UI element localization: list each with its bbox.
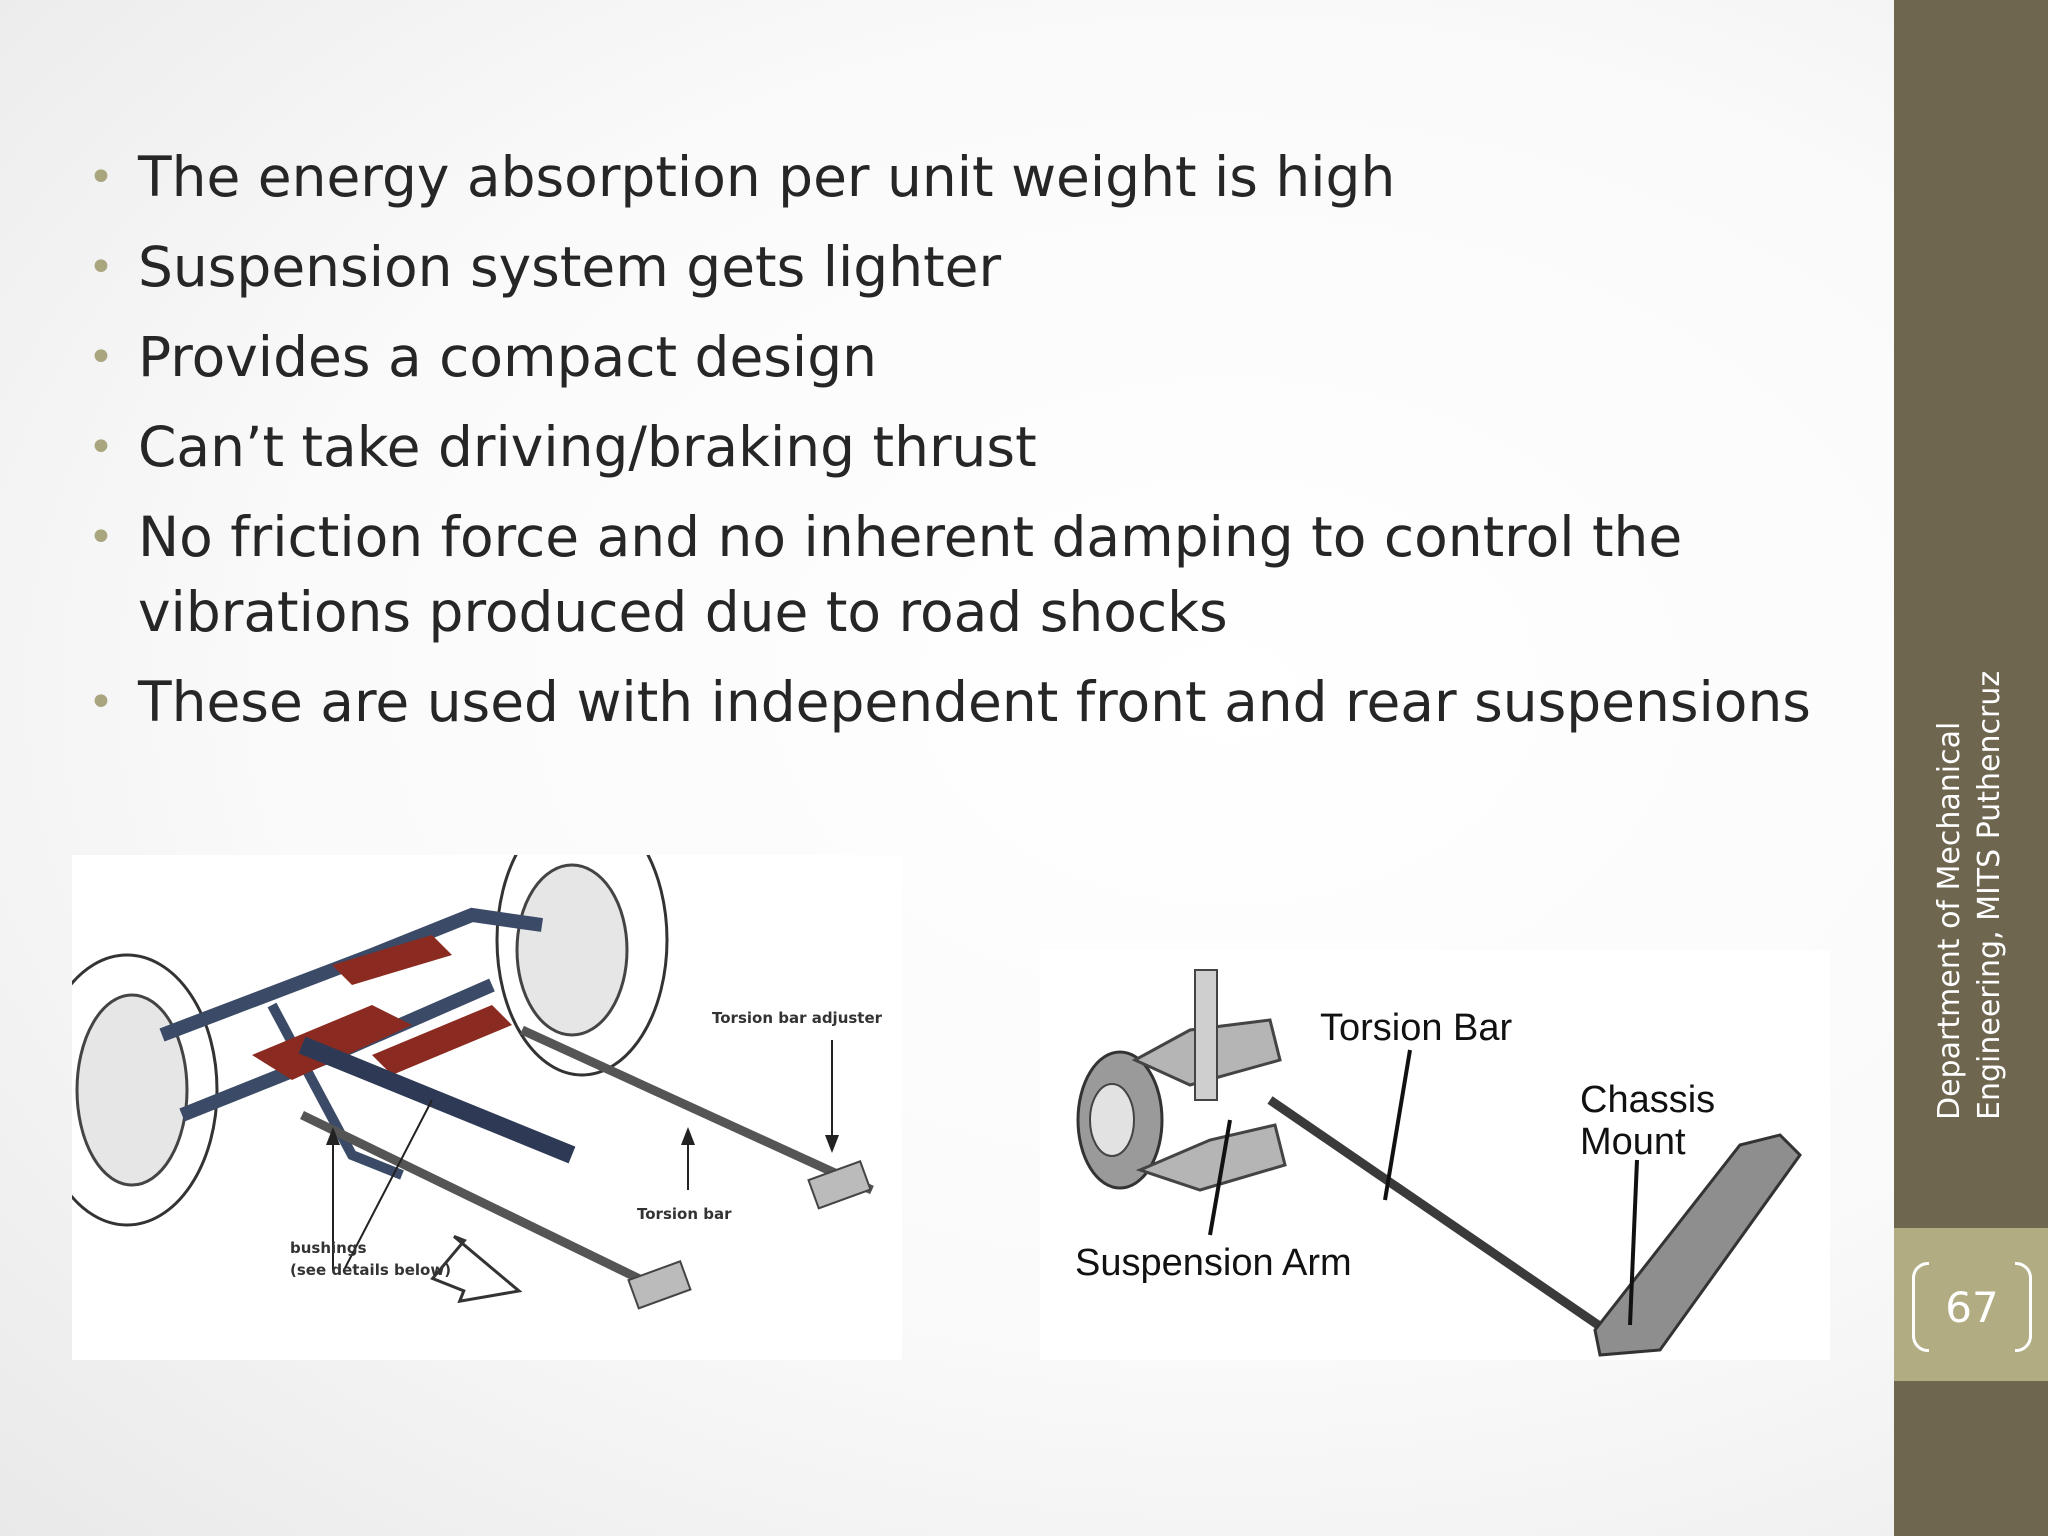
bullet-item: • These are used with independent front a… xyxy=(88,665,1838,740)
label-bushings: bushings xyxy=(290,1239,367,1257)
bullet-dot-icon: • xyxy=(88,512,114,563)
bullet-text: These are used with independent front an… xyxy=(138,670,1811,734)
torsion-bar-figure: Torsion Bar Chassis Mount Suspension Arm xyxy=(1040,950,1830,1360)
label-suspension-arm: Suspension Arm xyxy=(1075,1242,1352,1284)
bullet-list: • The energy absorption per unit weight i… xyxy=(88,140,1838,755)
label-chassis: Chassis xyxy=(1580,1079,1715,1121)
bullet-dot-icon: • xyxy=(88,332,114,383)
bullet-item: • Can’t take driving/braking thrust xyxy=(88,410,1838,485)
bullet-dot-icon: • xyxy=(88,242,114,293)
torsion-bar-drawing: Torsion Bar Chassis Mount Suspension Arm xyxy=(1075,969,1802,1357)
label-torsion-bar: Torsion bar xyxy=(637,1205,732,1223)
torsion-suspension-drawing: Torsion bar adjuster Torsion bar bushing… xyxy=(72,855,883,1310)
label-torsion-bar: Torsion Bar xyxy=(1320,1007,1513,1049)
bullet-item: • No friction force and no inherent dampi… xyxy=(88,500,1838,650)
torsion-suspension-figure: Torsion bar adjuster Torsion bar bushing… xyxy=(72,855,902,1360)
bullet-item: • Provides a compact design xyxy=(88,320,1838,395)
bullet-item: • Suspension system gets lighter xyxy=(88,230,1838,305)
label-torsion-bar-adjuster: Torsion bar adjuster xyxy=(712,1009,883,1027)
bullet-text: Can’t take driving/braking thrust xyxy=(138,415,1037,479)
bullet-dot-icon: • xyxy=(88,677,114,728)
bullet-dot-icon: • xyxy=(88,422,114,473)
bullet-text: No friction force and no inherent dampin… xyxy=(138,505,1683,644)
bullet-text: Suspension system gets lighter xyxy=(138,235,1002,299)
bullet-dot-icon: • xyxy=(88,152,114,203)
label-bushings-details: (see details below) xyxy=(290,1261,451,1279)
bullet-text: The energy absorption per unit weight is… xyxy=(138,145,1396,209)
label-mount: Mount xyxy=(1580,1121,1686,1163)
bullet-item: • The energy absorption per unit weight i… xyxy=(88,140,1838,215)
page-number: 67 xyxy=(1945,1282,1999,1332)
page-number-bracket xyxy=(1912,1262,2032,1352)
bullet-text: Provides a compact design xyxy=(138,325,877,389)
sidebar-line-2: Engineering, MITS Puthencruz xyxy=(1972,670,2007,1120)
sidebar-line-1: Department of Mechanical xyxy=(1932,721,1967,1120)
